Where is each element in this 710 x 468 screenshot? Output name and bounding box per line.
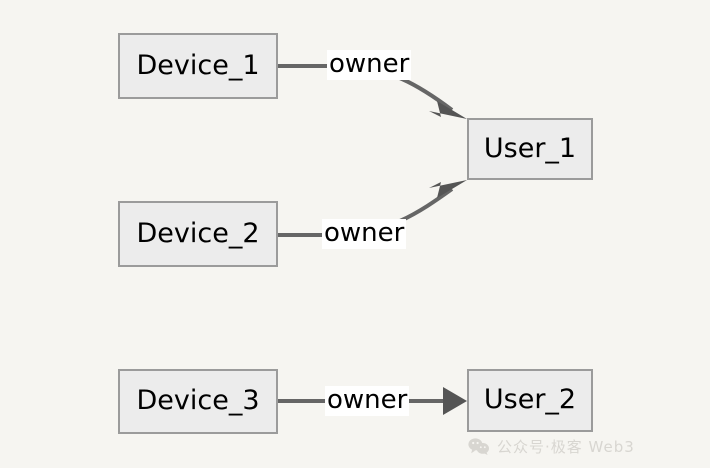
node-user-2[interactable]: User_2 [467, 369, 593, 432]
arrowhead-device-1-user-1 [429, 101, 467, 119]
arrowhead-device-2-user-1 [429, 180, 467, 198]
edge-label-device-3-user-2: owner [325, 385, 410, 416]
node-user-1[interactable]: User_1 [467, 118, 593, 180]
edge-label-device-1-user-1: owner [327, 49, 412, 80]
node-label: User_2 [483, 384, 577, 415]
node-device-2[interactable]: Device_2 [118, 201, 278, 267]
node-label: Device_1 [136, 49, 260, 81]
node-device-1[interactable]: Device_1 [118, 33, 278, 99]
node-device-3[interactable]: Device_3 [118, 369, 278, 434]
node-label: User_1 [483, 132, 577, 164]
node-label: Device_2 [136, 217, 260, 249]
edge-label-device-2-user-1: owner [322, 218, 407, 249]
node-label: Device_3 [136, 385, 260, 416]
arrowhead-device-3-user-2 [443, 387, 467, 415]
